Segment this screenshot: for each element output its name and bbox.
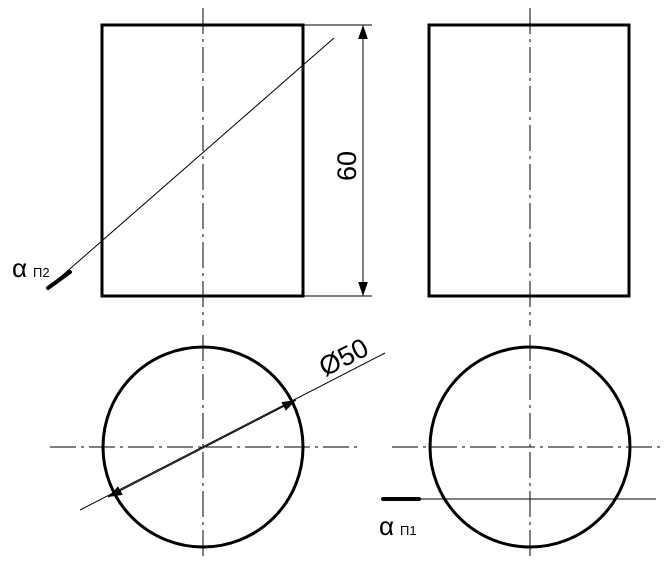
left-top-view: Ø50 (50, 332, 386, 560)
plane-front-label: α П2 (12, 253, 50, 283)
right-top-view: α П1 (379, 335, 660, 560)
height-dimension: 60 (303, 24, 372, 297)
height-dimension-value: 60 (332, 151, 362, 181)
plane-trace-front-mark (46, 270, 72, 290)
diameter-leader-line (79, 352, 386, 511)
plane-horizontal-subscript: П1 (400, 523, 417, 538)
diameter-dimension-line (107, 399, 297, 498)
diameter-dimension-value: Ø50 (314, 332, 373, 382)
plane-front-subscript: П2 (33, 265, 50, 280)
plane-horizontal-symbol: α (379, 511, 394, 541)
left-front-view: α П2 (12, 8, 335, 326)
plane-horizontal-label: α П1 (379, 511, 417, 541)
right-front-view (427, 8, 631, 326)
plane-trace-front-line (47, 37, 335, 289)
right-front-rectangle (427, 23, 631, 298)
plane-front-symbol: α (12, 253, 27, 283)
